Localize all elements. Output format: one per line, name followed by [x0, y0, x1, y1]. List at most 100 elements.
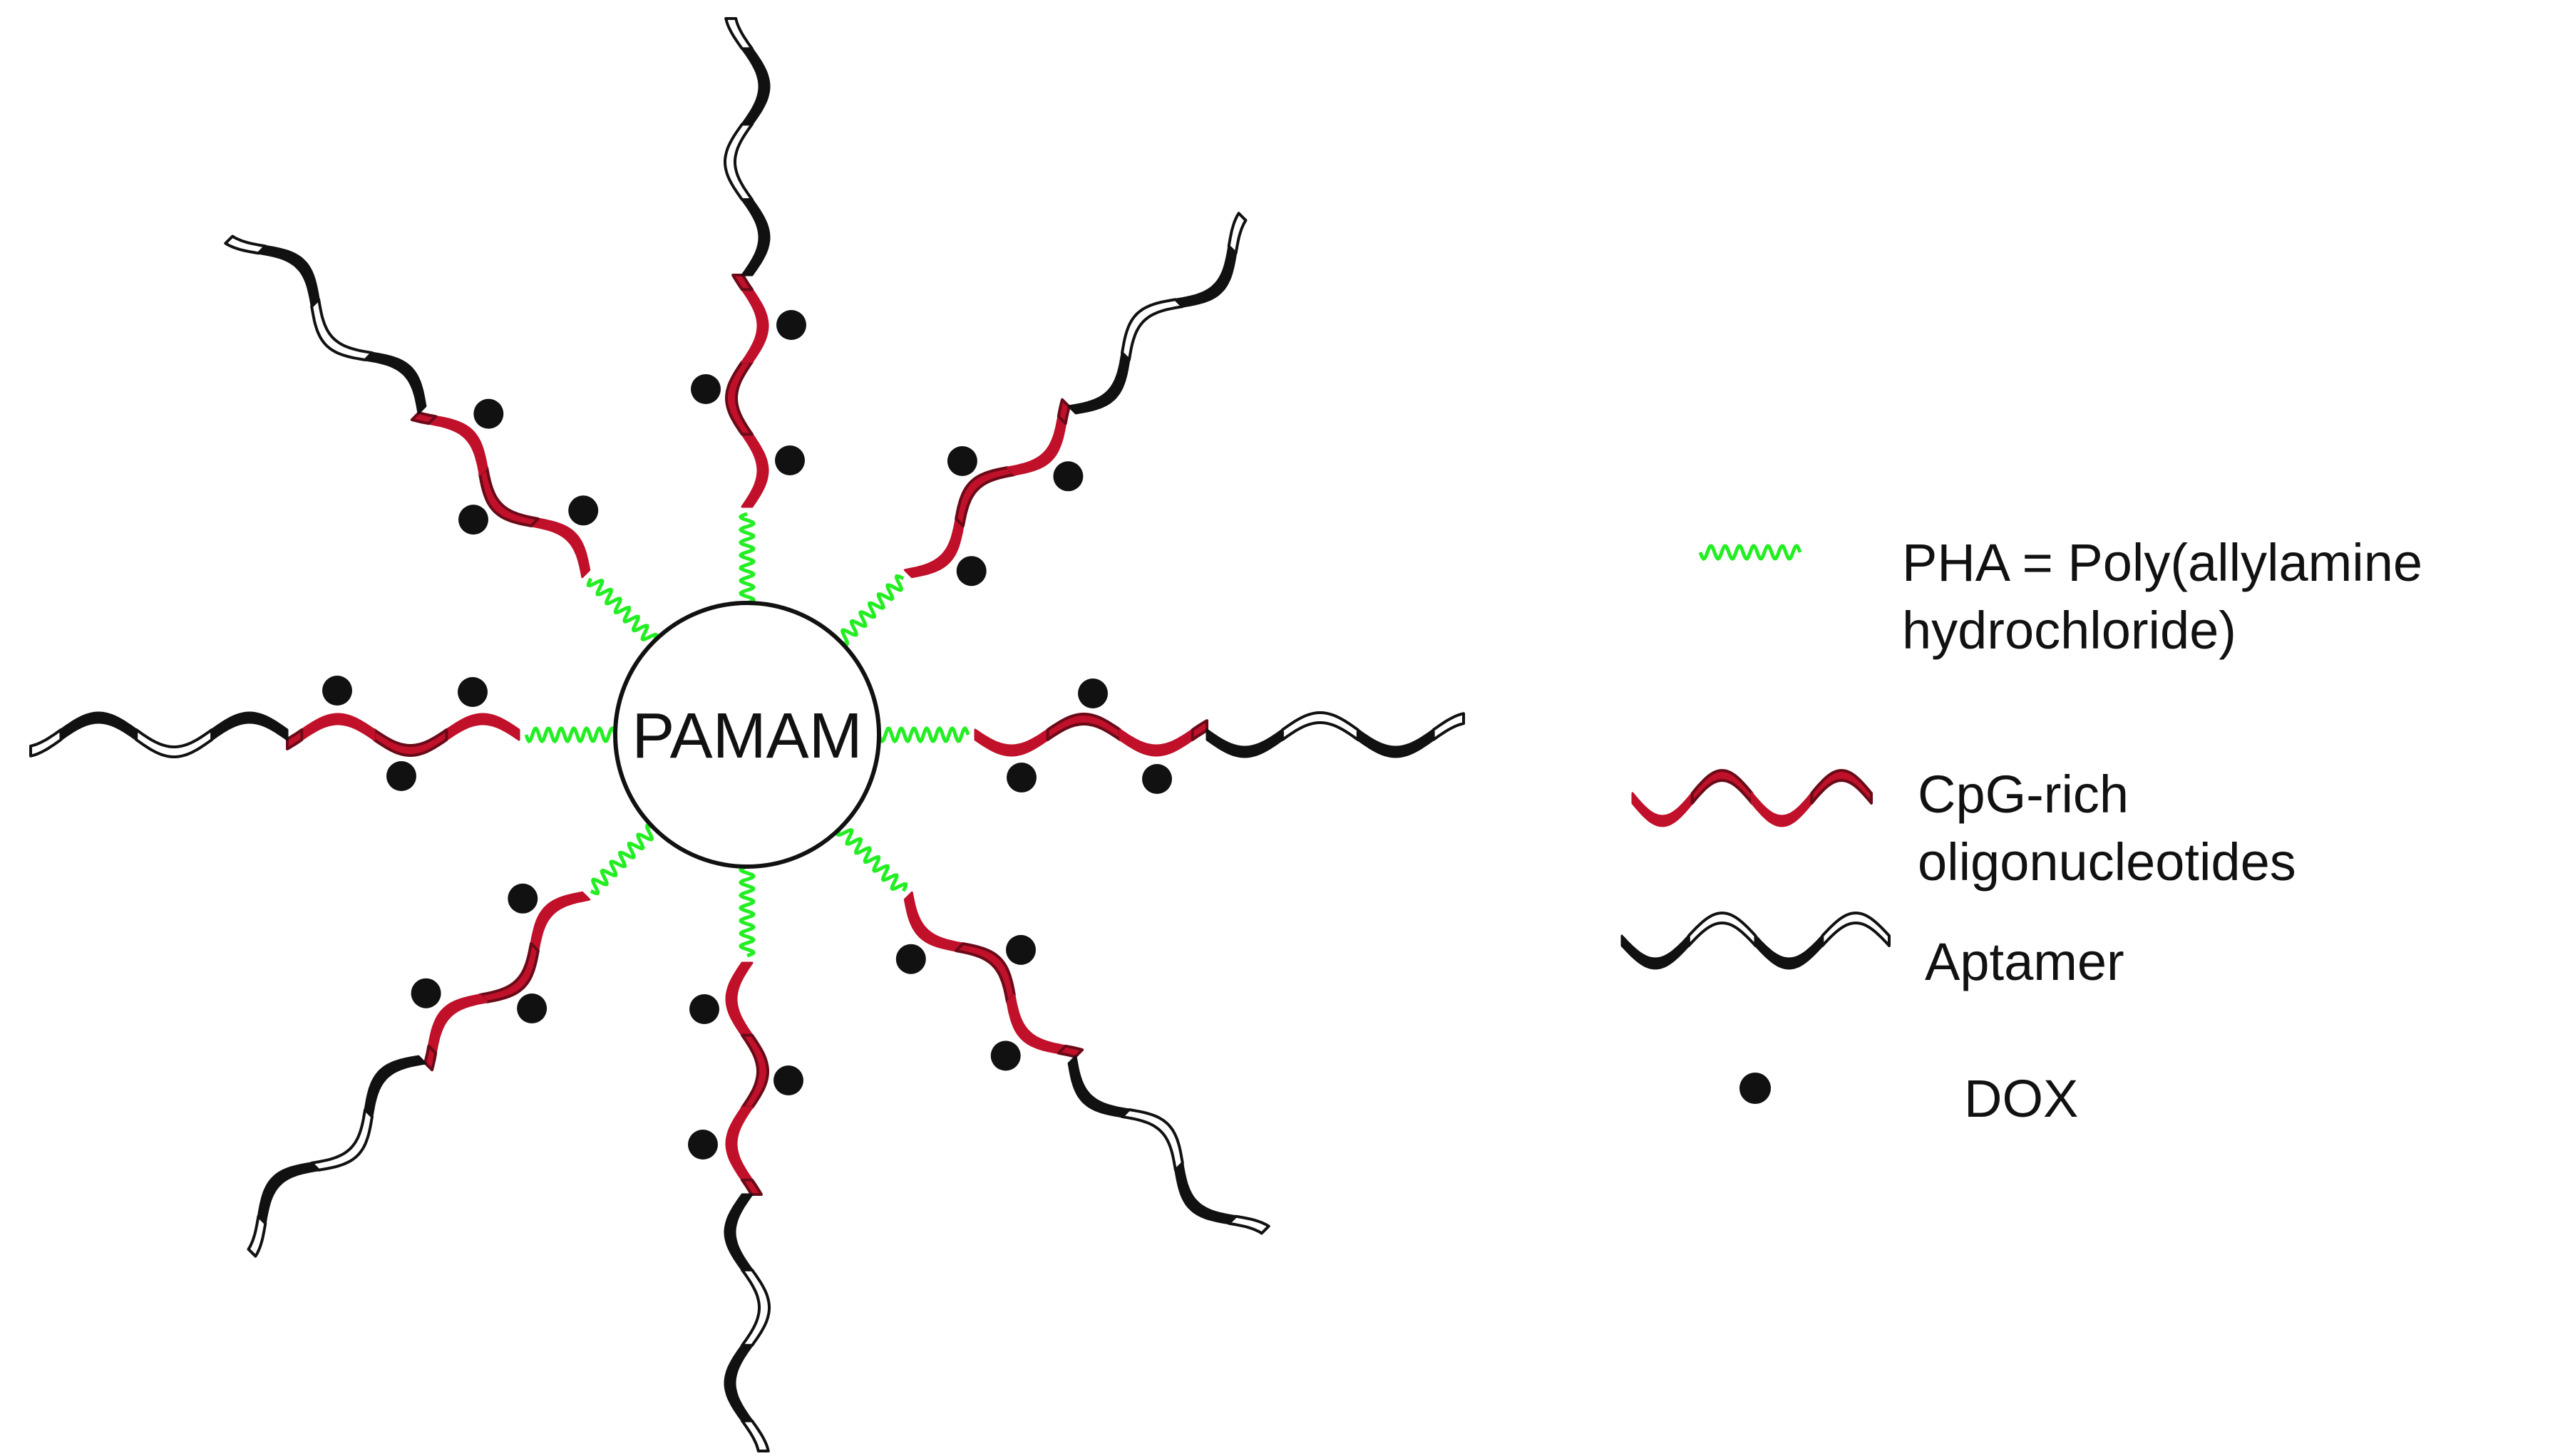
dendrimer-arms — [29, 17, 1465, 1452]
dox-molecule — [517, 993, 548, 1023]
aptamer-strand-strand-outline — [1227, 1214, 1270, 1235]
aptamer-strand-strand-solid — [364, 1055, 427, 1118]
legend-aptamer-label: Aptamer — [1925, 932, 2124, 991]
aptamer-strand-strand-outline — [1121, 1108, 1184, 1172]
cpg-oligonucleotide-strand-outline — [741, 1178, 763, 1196]
aptamer-strand-strand-outline — [310, 1108, 374, 1172]
dox-molecule — [568, 495, 599, 526]
cpg-oligonucleotide-strand-solid — [741, 288, 769, 363]
dendrimer-arm-7 — [29, 676, 617, 791]
dox-molecule — [773, 1065, 803, 1095]
aptamer-strand — [247, 1055, 427, 1258]
aptamer-strand-strand-outline — [135, 728, 214, 758]
aptamer-strand-strand-outline — [29, 728, 63, 758]
aptamer-strand-strand-outline — [224, 234, 267, 255]
pha-linker — [586, 577, 659, 643]
dox-molecule — [473, 398, 504, 429]
aptamer-legend-ribbon-strand-outline — [1821, 912, 1891, 947]
cpg-oligonucleotide-strand-solid — [1119, 728, 1194, 757]
legend-pha-line2: hydrochloride) — [1902, 601, 2236, 660]
aptamer-strand-strand-outline — [741, 1419, 770, 1452]
dox-molecule — [895, 944, 926, 974]
cpg-oligonucleotide-strand-outline — [741, 1033, 769, 1110]
aptamer-strand-strand-outline — [1432, 712, 1465, 741]
cpg-oligonucleotide — [286, 713, 520, 757]
cpg-oligonucleotide-strand-solid — [725, 961, 754, 1037]
dox-molecule — [947, 446, 977, 476]
legend-cpg-line1: CpG-rich — [1918, 765, 2129, 824]
cpg-oligonucleotide-strand-outline — [286, 728, 304, 750]
cpg-oligonucleotide — [725, 274, 769, 508]
cpg-oligonucleotide — [410, 411, 591, 579]
cpg-oligonucleotide-strand-solid — [1006, 415, 1067, 476]
dendrimer-arm-2 — [839, 212, 1248, 646]
pha-linker — [738, 864, 756, 958]
cpg-oligonucleotide-strand-solid — [1006, 993, 1067, 1055]
cpg-oligonucleotide-strand-solid — [741, 433, 769, 508]
dox-molecule — [386, 761, 416, 791]
aptamer-strand — [1206, 711, 1465, 758]
dendrimer-arm-8 — [224, 234, 659, 643]
aptamer-strand-strand-solid — [257, 1162, 320, 1225]
aptamer-strand-strand-solid — [59, 711, 138, 741]
aptamer-strand-strand-outline — [724, 123, 754, 202]
cpg-oligonucleotide-strand-outline — [955, 466, 1016, 527]
pamam-core-circle — [613, 601, 881, 869]
legend-cpg-line2: oligonucleotides — [1918, 832, 2296, 892]
cpg-legend-ribbon-strand-solid — [1751, 792, 1813, 827]
cpg-oligonucleotide-strand-outline — [1057, 398, 1071, 425]
aptamer-strand-strand-solid — [1067, 351, 1131, 415]
dox-molecule — [689, 994, 719, 1024]
dox-molecule — [776, 310, 806, 340]
aptamer-strand-strand-outline — [247, 1214, 267, 1258]
cpg-ribbon-icon — [1631, 769, 1873, 827]
dox-molecule — [688, 1130, 718, 1160]
cpg-oligonucleotide-strand-solid — [427, 993, 488, 1055]
aptamer-strand — [29, 711, 289, 758]
cpg-oligonucleotide-strand-solid — [300, 713, 376, 741]
cpg-oligonucleotide — [903, 891, 1084, 1058]
dox-molecule — [775, 445, 805, 475]
cpg-oligonucleotide-strand-outline — [725, 360, 754, 436]
aptamer-strand-strand-solid — [364, 351, 427, 415]
legend-pha-line1: PHA = Poly(allylamine — [1902, 533, 2422, 592]
aptamer-strand-strand-solid — [1357, 728, 1435, 758]
aptamer-legend-ribbon-strand-solid — [1754, 934, 1824, 970]
aptamer-strand-strand-solid — [1174, 1162, 1238, 1225]
aptamer-strand-strand-outline — [724, 17, 754, 51]
aptamer-strand — [224, 234, 427, 415]
cpg-oligonucleotide-strand-outline — [1046, 713, 1122, 741]
aptamer-strand-strand-solid — [257, 244, 320, 308]
aptamer-strand-strand-outline — [1280, 711, 1359, 741]
cpg-oligonucleotide-strand-solid — [530, 517, 591, 579]
dox-dot-icon — [1739, 1073, 1771, 1104]
aptamer-strand-strand-solid — [1174, 244, 1238, 308]
dox-molecule — [1142, 764, 1172, 794]
legend-dox-label: DOX — [1964, 1069, 2078, 1128]
aptamer-strand-strand-solid — [741, 47, 771, 125]
cpg-oligonucleotide-strand-solid — [903, 891, 965, 952]
aptamer-strand-strand-outline — [741, 1268, 771, 1347]
pha-linker — [590, 823, 655, 896]
cpg-oligonucleotide-strand-outline — [478, 466, 540, 527]
pha-linker — [836, 827, 908, 892]
cpg-oligonucleotide-strand-solid — [530, 891, 591, 952]
cpg-oligonucleotide-strand-outline — [1057, 1044, 1084, 1058]
aptamer-strand — [1067, 1055, 1270, 1235]
cpg-oligonucleotide-strand-solid — [974, 728, 1049, 757]
dox-molecule — [990, 1041, 1021, 1071]
cpg-oligonucleotide-strand-outline — [1191, 719, 1208, 741]
cpg-oligonucleotide-strand-outline — [955, 942, 1016, 1003]
dendrimer-arm-4 — [836, 827, 1270, 1235]
aptamer-strand — [724, 1193, 771, 1452]
dendrimer-arm-1 — [691, 17, 806, 605]
pha-linker — [877, 726, 970, 744]
cpg-oligonucleotide-strand-solid — [903, 517, 965, 579]
cpg-oligonucleotide-strand-outline — [731, 274, 754, 291]
dox-molecule — [1006, 934, 1036, 965]
cpg-legend-ribbon-strand-outline — [1690, 769, 1754, 805]
dendrimer-arm-6 — [247, 823, 655, 1258]
aptamer-strand-strand-solid — [210, 711, 289, 741]
aptamer-legend-ribbon — [1620, 912, 1891, 970]
